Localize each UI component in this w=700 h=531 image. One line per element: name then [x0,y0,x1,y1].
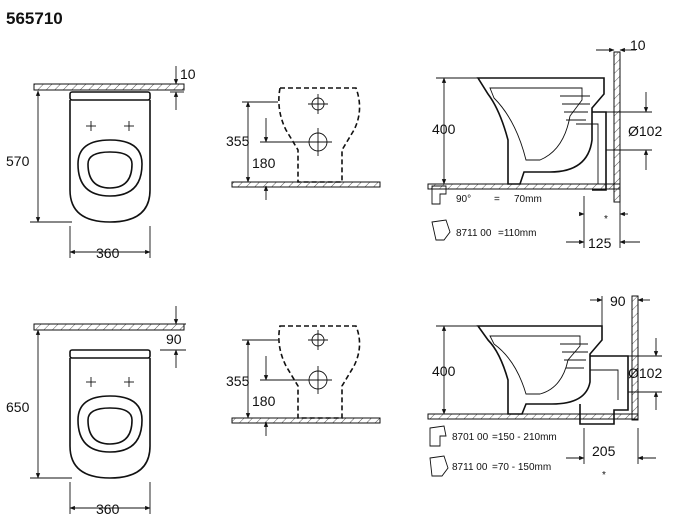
fitting2-value: =110mm [498,228,536,239]
front-height-label: 355 [226,373,250,389]
side-view-bottom: 400 Ø102 90 205 * 8701 00 =150 - 210mm 8… [427,293,662,481]
fitting1-code: 8701 00 [452,432,489,443]
fitting1-eq: = [494,194,500,205]
extension-fitting-icon [429,425,447,447]
front-outlet-label: 180 [252,155,276,171]
plan-width-label: 360 [96,501,120,517]
fitting2-code: 8711 00 [456,228,492,239]
plan-view-bottom: 650 360 90 [6,306,186,517]
side-setback-label: 205 [592,443,616,459]
side-height-label: 400 [432,363,456,379]
elbow-fitting-icon [431,185,447,205]
front-outlet-label: 180 [252,393,276,409]
side-wall-label: 90 [610,293,626,309]
fitting1-value: =150 - 210mm [492,432,557,443]
side-setback-label: 125 [588,235,612,251]
connector-fitting-icon [431,219,451,241]
side-diameter-label: Ø102 [628,123,662,139]
front-height-label: 355 [226,133,250,149]
plan-depth-label: 650 [6,399,30,415]
fitting1-angle: 90° [456,194,471,205]
side-view-top: 400 Ø102 10 125 * 90° = 70mm 8711 00 =11… [427,37,662,251]
plan-view-top: 570 360 10 [6,66,196,261]
fitting1-value: 70mm [514,194,542,205]
plan-depth-label: 570 [6,153,30,169]
plan-gap-label: 90 [166,331,182,347]
side-wall-label: 10 [630,37,646,53]
plan-gap-label: 10 [180,66,196,82]
plan-width-label: 360 [96,245,120,261]
model-number: 565710 [6,9,63,28]
side-height-label: 400 [432,121,456,137]
fitting2-code: 8711 00 [452,462,488,473]
connector-fitting-icon [429,455,449,477]
front-view-top: 355 180 [226,87,381,200]
side-mark: * [604,214,608,225]
side-diameter-label: Ø102 [628,365,662,381]
fitting2-value: =70 - 150mm [492,462,551,473]
side-mark: * [602,470,606,481]
front-view-bottom: 355 180 [226,325,381,436]
